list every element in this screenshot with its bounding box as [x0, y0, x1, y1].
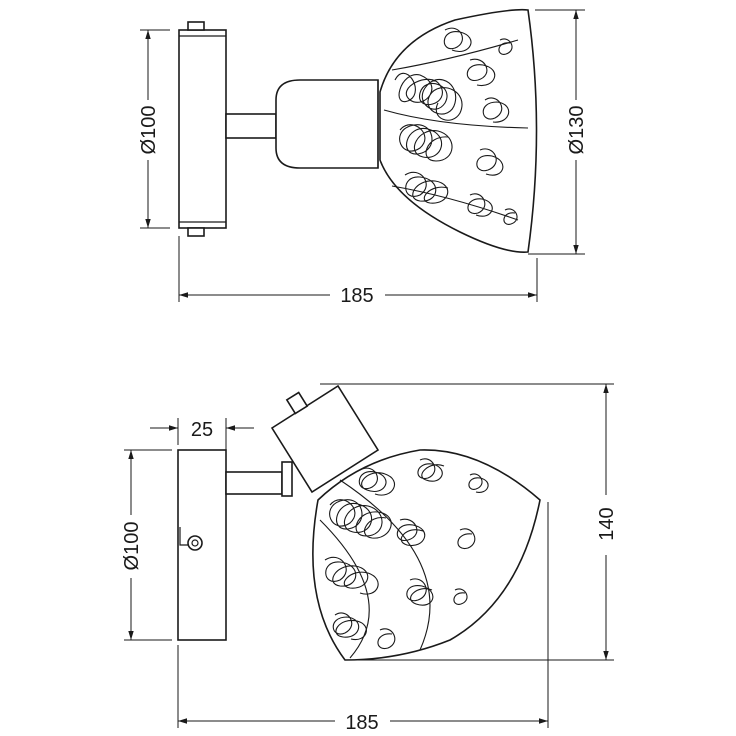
side-dim-height: 140: [320, 383, 618, 661]
top-arm: [225, 79, 379, 169]
side-height-label: 140: [596, 507, 618, 540]
side-view: 25 Ø100 140 185: [121, 383, 618, 734]
side-shade: [312, 449, 541, 661]
top-dim-shade-diameter: Ø130: [528, 9, 588, 255]
side-width-label: 185: [345, 712, 378, 734]
side-depth-label: 25: [191, 419, 213, 441]
top-dim-plate-diameter: Ø100: [138, 29, 170, 229]
side-dim-width: 185: [177, 502, 549, 734]
top-wall-plate: [178, 21, 227, 237]
top-dim-width: 185: [178, 236, 538, 307]
side-arm: [225, 384, 380, 497]
side-dim-depth: 25: [150, 418, 254, 468]
side-wall-plate: [177, 449, 227, 641]
side-dim-plate-diameter: Ø100: [121, 449, 172, 641]
top-plate-diameter-label: Ø100: [138, 106, 160, 155]
top-shade: [379, 8, 538, 253]
top-view: Ø100 Ø130 185: [138, 8, 588, 307]
side-plate-diameter-label: Ø100: [121, 522, 143, 571]
top-width-label: 185: [340, 285, 373, 307]
top-shade-diameter-label: Ø130: [566, 106, 588, 155]
